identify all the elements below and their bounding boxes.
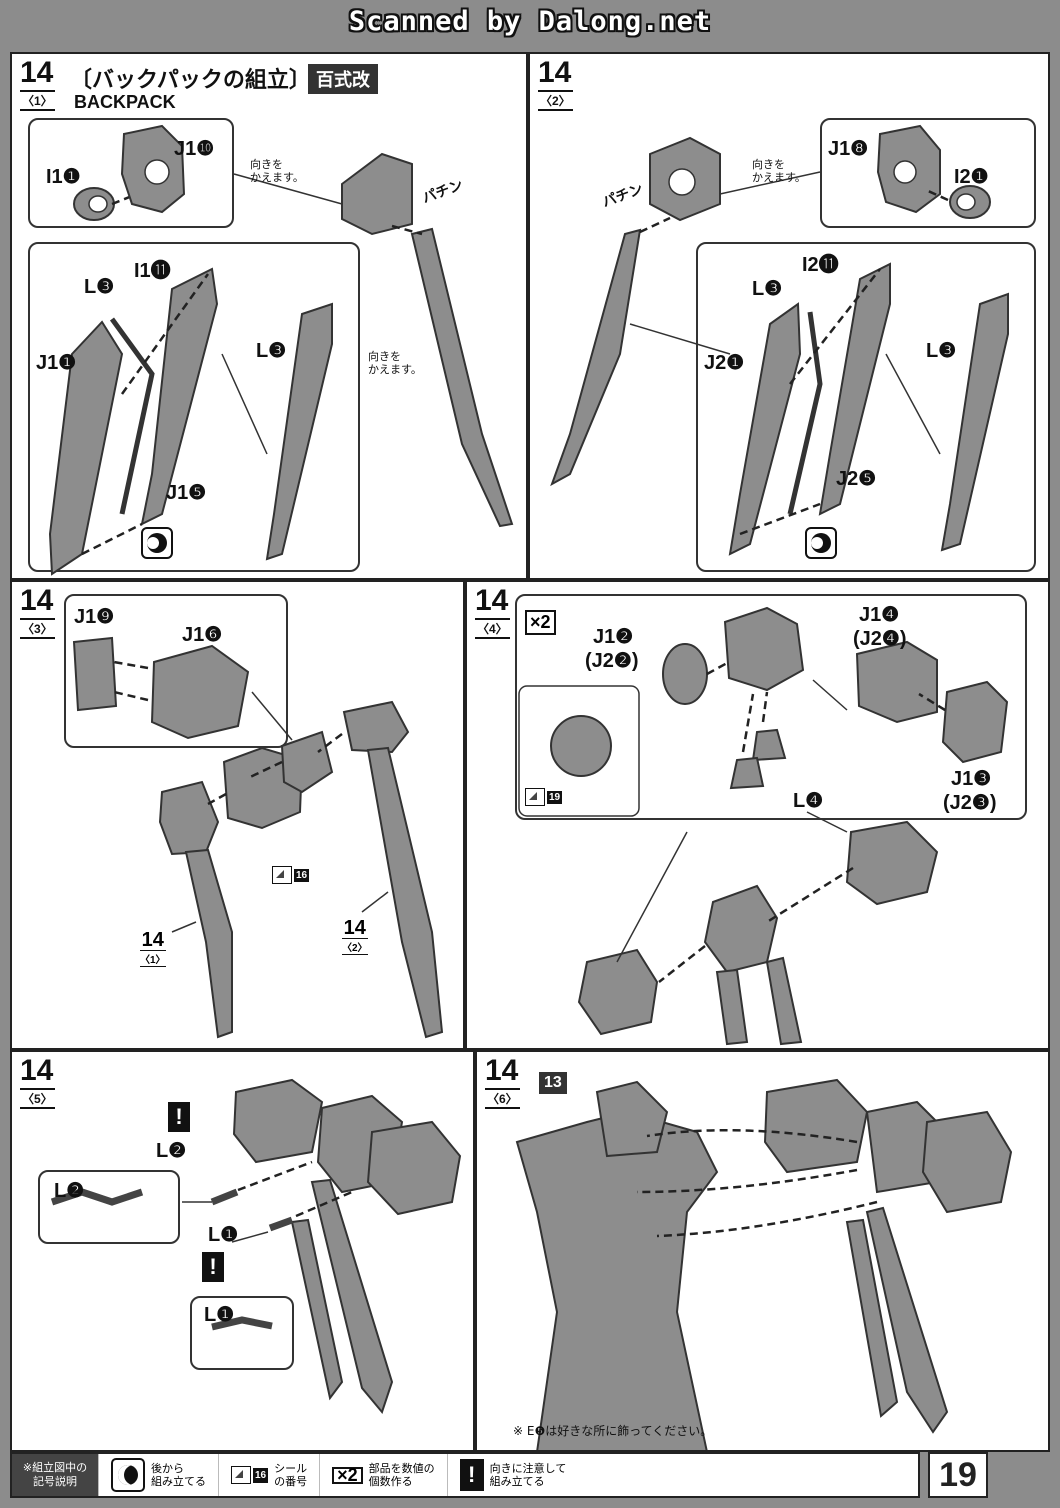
step-sub: 〈1〉 (20, 90, 55, 111)
seal-icon (272, 866, 292, 884)
orientation-warning-icon: ! (202, 1252, 224, 1282)
note-rotate: 向きをかえます。 (752, 158, 806, 184)
label-j2-5: J2❺ (836, 468, 877, 490)
label-l4: L❹ (793, 790, 824, 812)
detail-inset-l1 (190, 1296, 294, 1370)
label-l3-a: L❸ (84, 276, 115, 298)
note-rotate-1: 向きをかえます。 (250, 158, 304, 184)
step-sub: 〈5〉 (20, 1088, 55, 1109)
label-j1-3: J1❸ (951, 768, 992, 790)
footnote-e5: ※ E❺は好きな所に飾ってください。 (513, 1424, 713, 1438)
label-j1-6: J1❻ (182, 624, 223, 646)
step-title-jp: 〔バックパックの組立〕 (70, 68, 311, 93)
label-j2-3: (J2❸) (943, 792, 997, 814)
note-rotate-2: 向きをかえます。 (368, 350, 422, 376)
label-j2-1: J2❶ (704, 352, 745, 374)
page-number: 19 (928, 1452, 988, 1498)
seal-icon (231, 1466, 251, 1484)
legend-seal-number: 16 シールの番号 (218, 1454, 319, 1496)
after-assembly-icon (111, 1458, 145, 1492)
step-number: 14 (20, 56, 54, 89)
label-i1-1: I1❶ (46, 166, 81, 188)
legend-multiplier: ×2 部品を数値の個数作る (319, 1454, 447, 1496)
label-j1-2: J1❷ (593, 626, 634, 648)
label-l1-b: L❶ (204, 1304, 235, 1326)
step-number: 14 (20, 1054, 54, 1087)
step-sub: 〈2〉 (538, 90, 573, 111)
label-j2-4: (J2❹) (853, 628, 907, 650)
label-l3-b: L❸ (926, 340, 957, 362)
panel-1-drawing (48, 124, 514, 576)
ref-step-14-1: 14〈1〉 (140, 929, 166, 967)
label-i2-1: I2❶ (954, 166, 989, 188)
panel-4-drawing (518, 606, 1009, 1046)
legend-after-assembly: 後から組み立てる (98, 1454, 218, 1496)
label-j1-10: J1❿ (174, 138, 215, 160)
panel-14-1: 14 〈1〉 〔バックパックの組立〕 百式改 BACKPACK (10, 52, 528, 580)
label-i2-11: I2⓫ (802, 254, 839, 276)
label-l1-a: L❶ (208, 1224, 239, 1246)
label-j1-9: J1❾ (74, 606, 115, 628)
orientation-warning-icon: ! (459, 1459, 484, 1491)
panel-3-drawing (72, 636, 444, 1039)
panel-2-drawing (550, 124, 1009, 559)
step-sub: 〈6〉 (485, 1088, 520, 1109)
step-number: 14 (475, 584, 509, 617)
symbol-legend: ※組立図中の記号説明 後から組み立てる 16 シールの番号 ×2 部品を数値の個… (10, 1452, 920, 1498)
label-l3-b: L❸ (256, 340, 287, 362)
detail-inset-l2 (38, 1170, 180, 1244)
seal-16: 16 (272, 866, 310, 884)
model-badge: 百式改 (308, 64, 378, 94)
label-l3-a: L❸ (752, 278, 783, 300)
part-number-13: 13 (539, 1072, 567, 1094)
multiplier-icon: ×2 (332, 1466, 363, 1484)
panel-6-drawing (515, 1078, 1013, 1450)
step-number: 14 (538, 56, 572, 89)
legend-orientation: ! 向きに注意して組み立てる (446, 1454, 579, 1496)
step-number: 14 (20, 584, 54, 617)
label-j2-2: (J2❷) (585, 650, 639, 672)
panel-14-3: 14 〈3〉 J1❾ J1❻ 16 14〈1〉 (10, 580, 465, 1050)
multiplier-x2: ×2 (525, 610, 556, 635)
label-j1-1: J1❶ (36, 352, 77, 374)
panel-5-drawing (50, 1078, 462, 1415)
step-sub: 〈4〉 (475, 618, 510, 639)
ref-step-14-2: 14〈2〉 (342, 917, 368, 955)
label-j1-4: J1❹ (859, 604, 900, 626)
panel-14-4: 14 〈4〉 ×2 J1❷ ( (465, 580, 1050, 1050)
panel-14-5: 14 〈5〉 ! ! L❷ L❷ L❶ L❶ (10, 1050, 475, 1452)
seal-icon (525, 788, 545, 806)
label-l2-b: L❷ (54, 1180, 85, 1202)
watermark: Scanned by Dalong.net (348, 6, 712, 37)
label-j1-5: J1❺ (166, 482, 207, 504)
legend-heading: ※組立図中の記号説明 (12, 1454, 98, 1496)
step-number: 14 (485, 1054, 519, 1087)
step-title-en: BACKPACK (74, 92, 176, 112)
panel-14-2: 14 〈2〉 J1❽ I2❶ (528, 52, 1050, 580)
label-l2-a: L❷ (156, 1140, 187, 1162)
seal-19: 19 (525, 788, 563, 806)
orientation-warning-icon: ! (168, 1102, 190, 1132)
label-j1-8: J1❽ (828, 138, 869, 160)
label-i1-11: I1⓫ (134, 260, 171, 282)
panel-14-6: 14 〈6〉 13 ※ E❺は好きな所に飾ってください。 (475, 1050, 1050, 1452)
step-sub: 〈3〉 (20, 618, 55, 639)
